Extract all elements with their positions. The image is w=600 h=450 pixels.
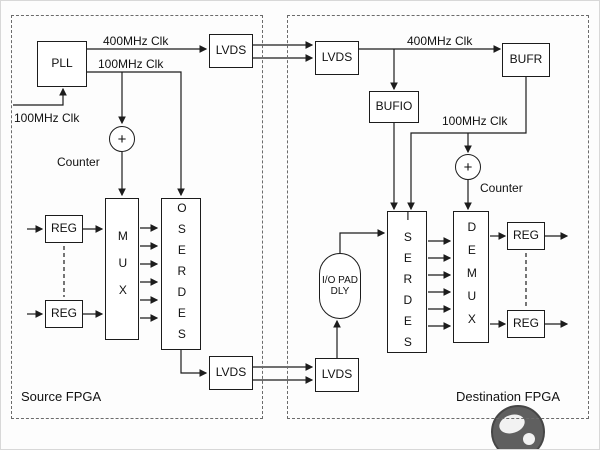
source-wires	[13, 41, 314, 384]
source-reg-top-block: REG	[45, 215, 83, 243]
watermark-logo	[491, 405, 545, 449]
source-lvds-top-block: LVDS	[209, 34, 253, 68]
source-counter-adder: +	[109, 126, 135, 152]
dest-reg-top-block: REG	[507, 222, 545, 250]
source-reg-bottom-block: REG	[45, 300, 83, 328]
io-pad-dly-block: I/O PAD DLY	[319, 253, 361, 319]
destination-fpga-boundary	[287, 15, 589, 419]
dest-counter-adder: +	[455, 154, 481, 180]
iserdes-block: ISERDES	[387, 209, 427, 356]
source-fpga-title: Source FPGA	[21, 389, 102, 404]
dest-100mhz-label: 100MHz Clk	[442, 114, 508, 128]
source-lvds-bottom-block: LVDS	[209, 356, 253, 390]
source-100mhz-label: 100MHz Clk	[98, 57, 164, 71]
dest-lvds-top-block: LVDS	[315, 41, 359, 75]
dest-400mhz-label: 400MHz Clk	[407, 34, 473, 48]
dest-lvds-bottom-block: LVDS	[315, 358, 359, 392]
pll-block: PLL	[37, 41, 87, 87]
dest-reg-bottom-block: REG	[507, 310, 545, 338]
destination-wires	[333, 45, 569, 358]
source-400mhz-label: 400MHz Clk	[103, 34, 169, 48]
bufr-block: BUFR	[502, 43, 550, 77]
source-fpga-boundary	[11, 15, 263, 419]
demux-block: DEMUX	[453, 211, 489, 343]
oserdes-block: OSERDES	[161, 198, 201, 350]
dest-counter-label: Counter	[480, 181, 523, 195]
mux-block: MUX	[105, 198, 139, 340]
source-100mhz-input-label: 100MHz Clk	[14, 111, 80, 125]
source-counter-label: Counter	[57, 155, 100, 169]
dest-fpga-title: Destination FPGA	[456, 389, 561, 404]
bufio-block: BUFIO	[369, 91, 419, 123]
